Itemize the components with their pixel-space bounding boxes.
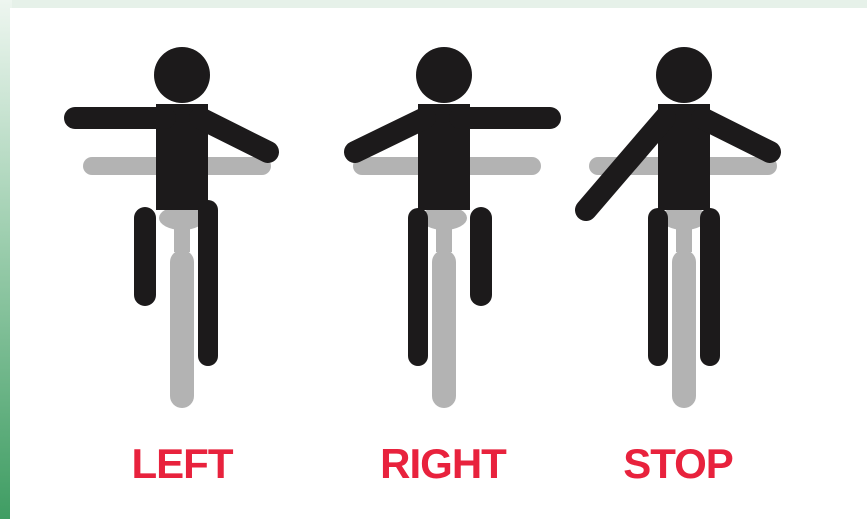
stop-signal-label: STOP	[578, 440, 778, 488]
right-signal-figure	[355, 47, 550, 408]
right-signal-label: RIGHT	[343, 440, 543, 488]
left-signal-label: LEFT	[82, 440, 282, 488]
left-signal-figure	[75, 47, 268, 408]
stop-signal-figure	[586, 47, 770, 408]
